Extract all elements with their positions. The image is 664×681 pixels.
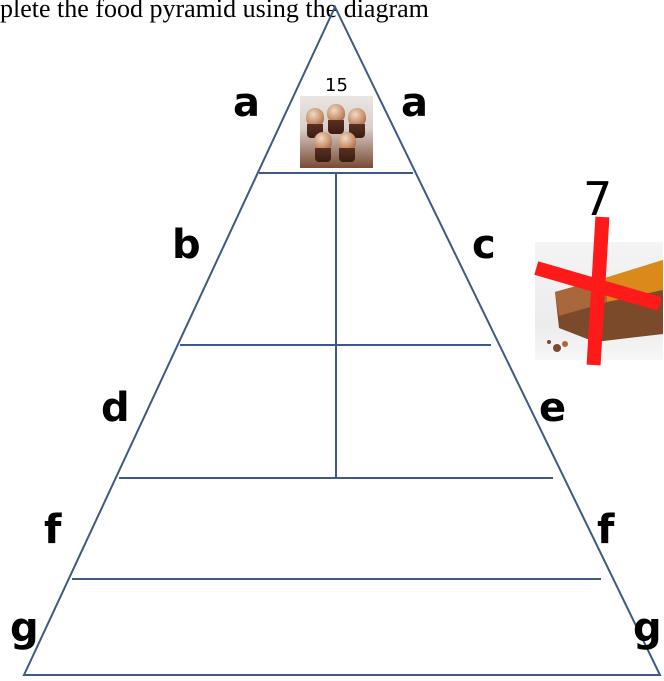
label-c: c bbox=[472, 222, 496, 268]
cupcake-icon bbox=[300, 96, 373, 168]
label-d: d bbox=[101, 385, 130, 431]
label-b: b bbox=[172, 222, 201, 268]
label-f-left: f bbox=[44, 507, 62, 553]
label-g-right: g bbox=[633, 605, 662, 651]
chocolate-count: 7 bbox=[583, 172, 613, 226]
pyramid-outline bbox=[22, 4, 662, 676]
label-g-left: g bbox=[10, 605, 39, 651]
label-f-right: f bbox=[597, 507, 615, 553]
chocolate-bar-icon bbox=[535, 242, 663, 360]
label-a-right: a bbox=[401, 80, 428, 126]
label-a-left: a bbox=[233, 80, 260, 126]
cupcake-count: 15 bbox=[325, 75, 348, 96]
label-e: e bbox=[539, 385, 567, 431]
instruction-text: plete the food pyramid using the diagram bbox=[0, 0, 429, 23]
